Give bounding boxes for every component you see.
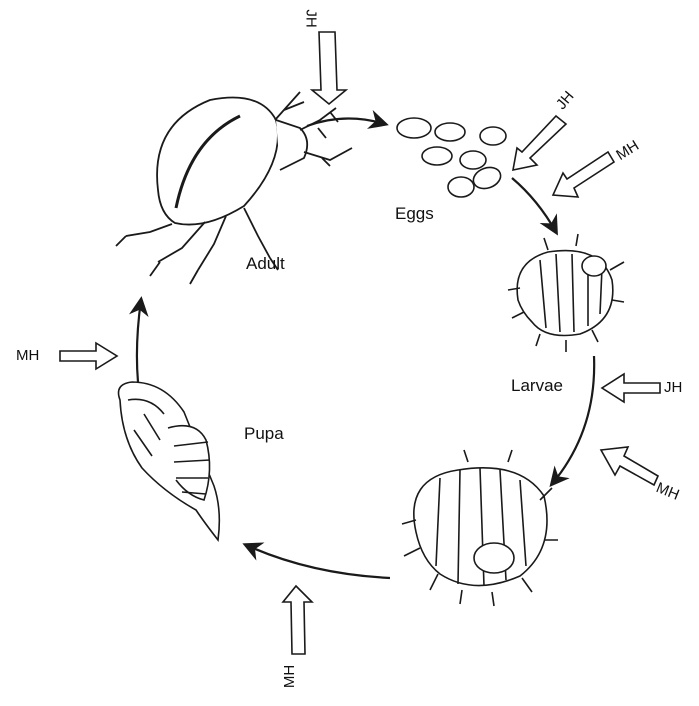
stage-label-pupa: Pupa xyxy=(244,424,284,444)
pupa-to-adult-arrow xyxy=(137,300,141,392)
hormone-arrow-left xyxy=(60,343,117,369)
adult-beetle-illustration xyxy=(116,92,352,284)
pupa-illustration xyxy=(119,382,220,540)
eggs-to-larvae-arrow xyxy=(512,178,556,232)
stage-label-adult: Adult xyxy=(246,254,285,274)
stage-label-eggs: Eggs xyxy=(395,204,434,224)
hormone-arrow-eggs-upper xyxy=(513,116,566,170)
larva-grown-illustration xyxy=(402,450,558,606)
hormone-arrow-eggs-lower xyxy=(553,152,614,197)
stage-label-larvae: Larvae xyxy=(511,376,563,396)
hormone-label-bottom: MH xyxy=(281,665,298,688)
eggs-illustration xyxy=(397,118,506,197)
larva-curled-illustration xyxy=(508,234,624,352)
hormone-arrow-larvae-lower xyxy=(601,447,658,485)
adult-to-eggs-arrow xyxy=(307,118,385,126)
hormone-arrow-bottom xyxy=(283,586,312,654)
hormone-label-left: MH xyxy=(16,347,39,364)
hormone-arrow-top xyxy=(312,32,346,104)
hormone-arrow-larvae-upper xyxy=(602,374,660,402)
hormone-label-larvae-upper: JH xyxy=(664,379,682,396)
hormone-label-top: JH xyxy=(303,9,320,27)
larvae-to-pupa-arrow xyxy=(246,545,390,578)
